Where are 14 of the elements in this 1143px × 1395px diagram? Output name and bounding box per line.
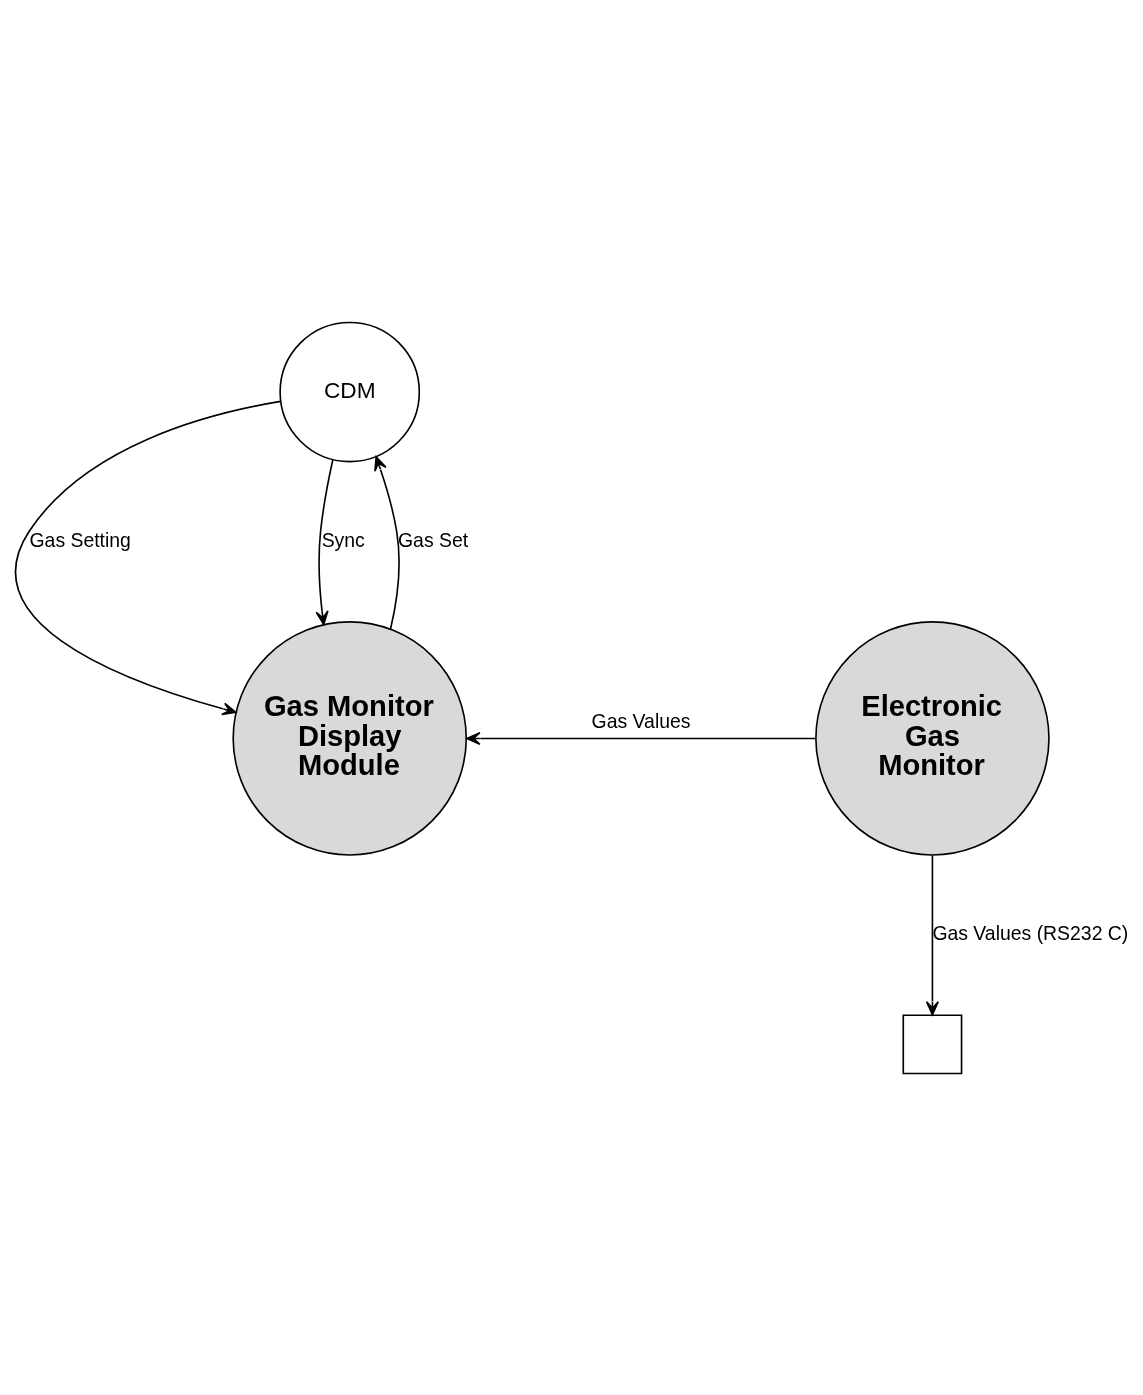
node-circle: Gas Monitor Display Module (232, 620, 468, 856)
arrow (374, 455, 400, 630)
arrow (315, 458, 334, 625)
node-circle: Electronic Gas Monitor (815, 620, 1050, 856)
edge-label: Gas Set (398, 528, 469, 551)
arrow (925, 854, 940, 1015)
edge-label: Gas Values (591, 709, 691, 732)
node-circle: CDM (279, 321, 421, 462)
arrow (14, 400, 282, 715)
edge-label: Gas Setting (29, 528, 131, 551)
arrow (466, 731, 817, 745)
edge-label: Gas Values (RS232 C) (932, 921, 1129, 944)
edge-label: Sync (321, 528, 365, 551)
node-box (902, 1013, 963, 1074)
